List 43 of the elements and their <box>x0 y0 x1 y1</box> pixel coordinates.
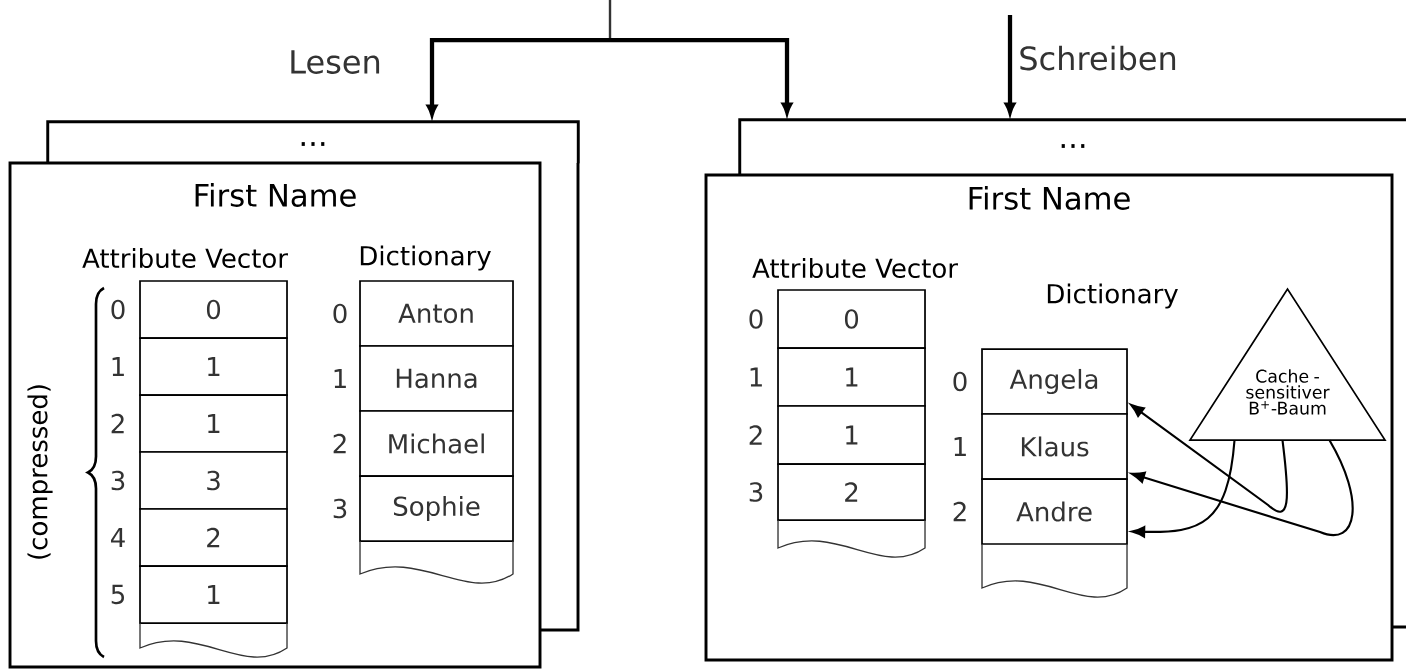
column-heading: Attribute Vector <box>752 257 958 279</box>
table-cell: 0 <box>777 289 926 349</box>
table-cell: 2 <box>777 463 926 521</box>
column-heading: Dictionary <box>360 245 491 271</box>
edge-label: Lesen <box>286 48 384 76</box>
row-index: 3 <box>333 498 347 519</box>
row-index: 1 <box>954 437 966 456</box>
row-index: 0 <box>333 303 347 324</box>
table-cell: 1 <box>777 405 926 465</box>
card: ... <box>46 120 580 164</box>
table-cell: 2 <box>139 508 288 567</box>
row-index: 1 <box>334 369 346 388</box>
row-index: 2 <box>111 413 124 434</box>
table-cell: Michael <box>359 410 514 477</box>
rotated-label: (compressed) <box>27 385 53 559</box>
table-cell: 0 <box>139 280 288 339</box>
column-heading: Attribute Vector <box>82 247 288 269</box>
table-cell: Hanna <box>359 345 514 412</box>
row-index: 0 <box>111 299 125 320</box>
card: ... <box>738 118 1406 176</box>
row-index: 1 <box>112 357 124 376</box>
edge-label: Schreiben <box>1016 44 1180 72</box>
row-index: 1 <box>750 367 762 387</box>
table-cell: 1 <box>777 347 926 407</box>
row-index: 2 <box>749 425 762 445</box>
row-index: 2 <box>333 433 346 454</box>
row-index: 5 <box>111 584 124 605</box>
table-cell: 1 <box>139 394 288 453</box>
table-cell: Andre <box>981 478 1128 545</box>
table-cell: 1 <box>139 337 288 396</box>
table-cell: 3 <box>139 451 288 510</box>
row-index: 2 <box>953 501 966 522</box>
column-heading: Dictionary <box>1047 283 1178 309</box>
table-cell: Sophie <box>359 475 514 542</box>
table-cell: Klaus <box>981 413 1128 480</box>
row-index: 0 <box>749 309 763 329</box>
table-cell: Anton <box>359 280 514 347</box>
table-cell: 1 <box>139 565 288 624</box>
row-index: 3 <box>111 470 125 491</box>
row-index: 0 <box>953 371 967 392</box>
table-cell: Angela <box>981 348 1128 415</box>
row-index: 4 <box>111 528 125 547</box>
row-index: 3 <box>749 482 763 502</box>
